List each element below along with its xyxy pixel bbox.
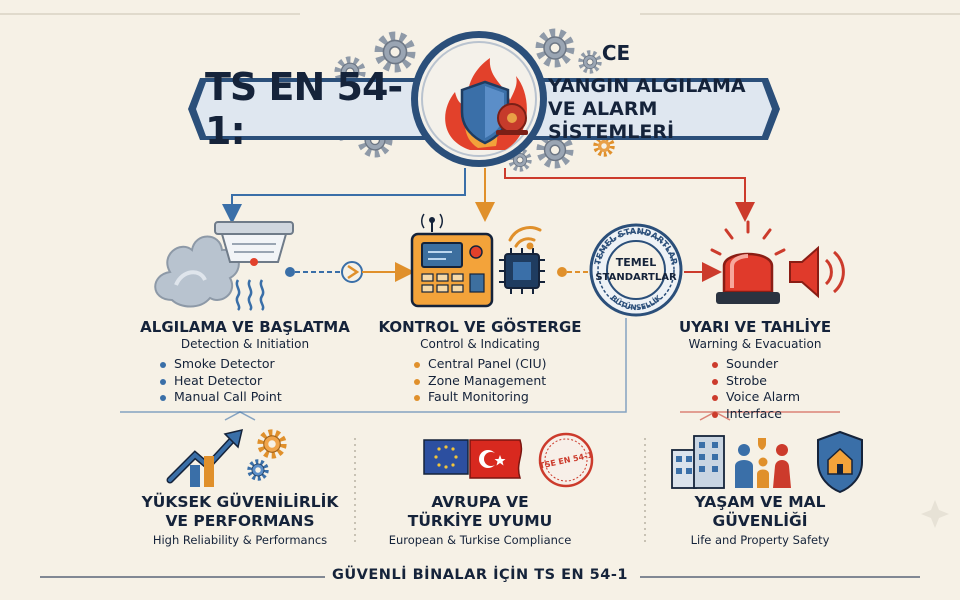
benefit-compliance-title-line2: TÜRKİYE UYUMU bbox=[407, 512, 553, 530]
buildings-icon bbox=[671, 435, 725, 489]
tse-badge-icon bbox=[538, 432, 594, 488]
stamp-center-line1: TEMEL bbox=[616, 256, 657, 269]
banner-title-left: TS EN 54-1: bbox=[205, 65, 403, 153]
smoke-detector-icon bbox=[214, 221, 294, 266]
standards-stamp bbox=[589, 223, 683, 317]
benefit-reliability-title-line2: VE PERFORMANS bbox=[165, 512, 315, 530]
list-item: Smoke Detector bbox=[158, 356, 282, 373]
benefit-safety-subtitle: Life and Property Safety bbox=[690, 533, 830, 547]
column-control-title: KONTROL VE GÖSTERGE bbox=[378, 318, 582, 336]
list-item: Sounder bbox=[710, 356, 800, 373]
stamp-center-line2: STANDARTLAR bbox=[595, 272, 677, 283]
column-warning-list: Sounder Strobe Voice Alarm Interface bbox=[710, 356, 800, 422]
ce-mark: CE bbox=[602, 41, 630, 65]
list-item: Heat Detector bbox=[158, 373, 282, 390]
list-item: Strobe bbox=[710, 373, 800, 390]
column-control-subtitle: Control & Indicating bbox=[420, 337, 540, 351]
list-item: Zone Management bbox=[412, 373, 547, 390]
column-warning-subtitle: Warning & Evacuation bbox=[688, 337, 822, 351]
tse-badge-text: TSE EN 54-1 bbox=[539, 450, 595, 470]
benefit-reliability-title: YÜKSEK GÜVENİLİRLİK VE PERFORMANS bbox=[95, 493, 385, 531]
family-icon bbox=[735, 438, 791, 488]
banner-title-right-line2: VE ALARM SİSTEMLERİ bbox=[548, 97, 675, 143]
column-detection-list: Smoke Detector Heat Detector Manual Call… bbox=[158, 356, 282, 406]
benefit-safety-title: YAŞAM VE MAL GÜVENLİĞİ bbox=[650, 493, 870, 531]
column-detection-subtitle: Detection & Initiation bbox=[180, 337, 310, 351]
column-detection-title: ALGILAMA VE BAŞLATMA bbox=[140, 318, 350, 336]
eu-flag-icon bbox=[423, 439, 469, 475]
benefit-compliance-subtitle: European & Turkise Compliance bbox=[388, 533, 572, 547]
control-panel-icon bbox=[410, 213, 494, 308]
banner-title-right-line1: YANGIN ALGILAMA bbox=[548, 74, 746, 97]
footer-tagline: GÜVENLİ BİNALAR İÇİN TS EN 54-1 bbox=[332, 567, 628, 583]
list-item: Fault Monitoring bbox=[412, 389, 547, 406]
smoke-cloud-icon bbox=[154, 235, 240, 308]
speaker-icon bbox=[789, 245, 845, 299]
benefit-reliability-subtitle: High Reliability & Performancs bbox=[152, 533, 328, 547]
list-item: Central Panel (CIU) bbox=[412, 356, 547, 373]
chip-icon bbox=[499, 248, 545, 294]
list-item: Manual Call Point bbox=[158, 389, 282, 406]
title-banner bbox=[188, 78, 780, 140]
house-shield-icon bbox=[817, 430, 863, 494]
benefit-reliability-title-line1: YÜKSEK GÜVENİLİRLİK bbox=[141, 493, 339, 511]
siren-icon bbox=[710, 220, 786, 304]
fire-shield-bell-icon bbox=[411, 31, 547, 167]
list-item: Voice Alarm bbox=[710, 389, 800, 406]
growth-arrow-icon bbox=[166, 428, 244, 487]
gears-icon bbox=[247, 429, 287, 481]
heat-waves-icon bbox=[235, 279, 265, 311]
benefit-compliance-title-line1: AVRUPA VE bbox=[431, 493, 529, 511]
column-control-list: Central Panel (CIU) Zone Management Faul… bbox=[412, 356, 547, 406]
benefit-safety-title-line1: YAŞAM VE MAL bbox=[694, 493, 826, 511]
wifi-icon bbox=[508, 226, 542, 250]
column-warning-title: UYARI VE TAHLİYE bbox=[678, 318, 832, 336]
benefit-compliance-title: AVRUPA VE TÜRKİYE UYUMU bbox=[350, 493, 610, 531]
stamp-bottom-text: BÜTÜNSELLİK bbox=[609, 293, 664, 313]
list-item: Interface bbox=[710, 406, 800, 423]
benefit-safety-title-line2: GÜVENLİĞİ bbox=[712, 512, 808, 530]
turkey-flag-icon bbox=[469, 439, 523, 479]
banner-title-right: YANGIN ALGILAMA VE ALARM SİSTEMLERİ bbox=[548, 73, 768, 145]
